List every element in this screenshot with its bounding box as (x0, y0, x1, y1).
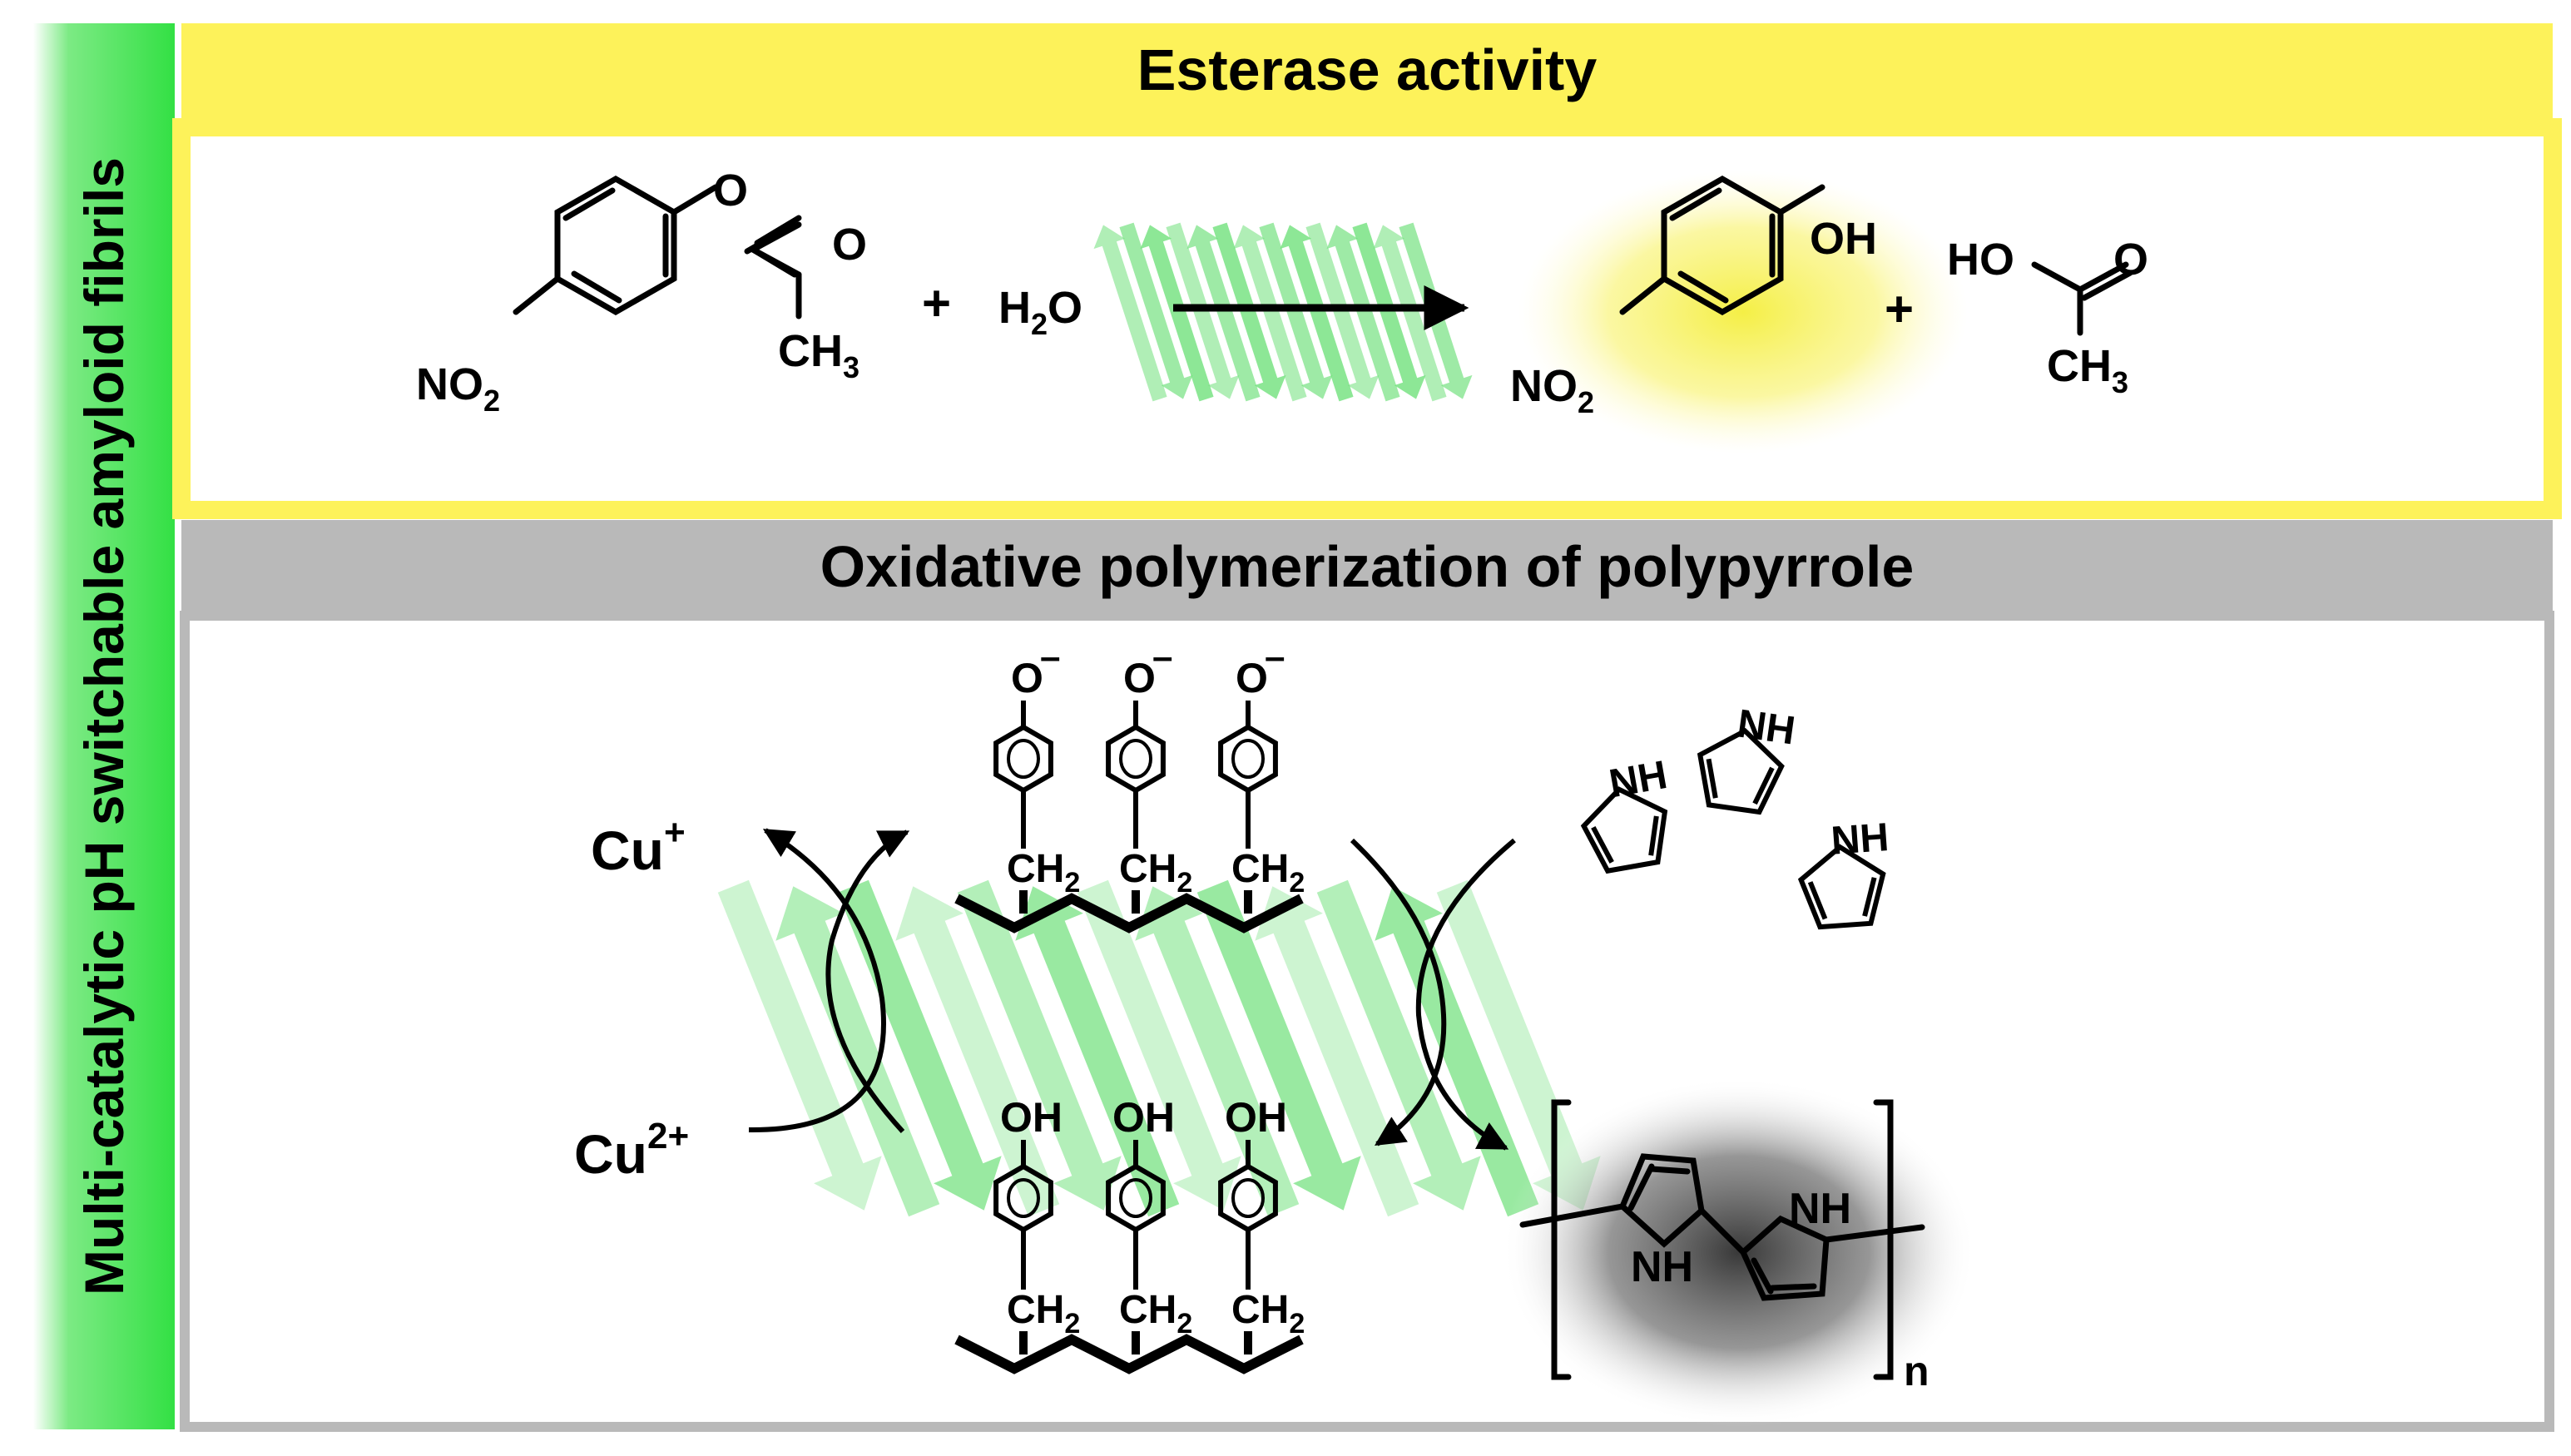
polymer-backbone (954, 1334, 1304, 1374)
pyrrole-monomers: NH NH NH (1580, 701, 1890, 930)
plus-sign-1: + (922, 275, 951, 331)
phenolate-oxygen: O (1011, 655, 1043, 701)
phenolate-oxygen: O (1236, 655, 1268, 701)
product-hydroxyl-label: OH (1810, 214, 1877, 264)
reactant-nitro-label: NO2 (416, 359, 500, 418)
fibril-strand (1093, 225, 1167, 402)
phenol-chain: OH CH2 OH CH2 OH CH2 (954, 1094, 1305, 1374)
pyrrole: NH (1697, 701, 1798, 815)
methyl-label: CH3 (778, 326, 859, 384)
fibril-strand (717, 879, 882, 1211)
esterase-title: Esterase activity (1137, 37, 1598, 102)
negative-charge: – (1265, 636, 1285, 677)
left-bracket (1551, 1099, 1572, 1380)
pyrrole-nh: NH (1606, 753, 1670, 806)
fibril-strand (775, 886, 940, 1217)
methylene-label: CH2 (1007, 1288, 1080, 1340)
polypyrrole-glow (1502, 1077, 1976, 1427)
fibril-strand (837, 879, 1002, 1211)
acid-methyl-label: CH3 (2047, 341, 2128, 399)
cu-plus-label: Cu+ (591, 812, 686, 881)
phenol-hydroxyl: OH (1225, 1094, 1287, 1141)
fibril-strand (1186, 225, 1261, 402)
polymerization-panel (180, 611, 2554, 1432)
acid-hydroxyl-label: HO (1947, 235, 2014, 285)
polymer-nh-lower: NH (1631, 1243, 1693, 1291)
repeat-unit-n: n (1904, 1348, 1929, 1394)
cu-two-plus-label: Cu2+ (574, 1116, 689, 1185)
carbonyl-oxygen-label: O (832, 220, 867, 270)
polypyrrole (1519, 1099, 1925, 1380)
methylene-label: CH2 (1119, 1288, 1192, 1340)
aromatic-circle (1007, 739, 1040, 779)
polymerization-header (181, 520, 2553, 616)
plus-sign-2: + (1885, 281, 1914, 337)
methylene-label: CH2 (1231, 1288, 1305, 1340)
right-bracket (1873, 1099, 1894, 1380)
side-label: Multi-catalytic pH switchable amyloid fi… (73, 157, 135, 1295)
fibril-strand (1077, 879, 1241, 1211)
phenol-hydroxyl: OH (1000, 1094, 1063, 1141)
fibril-strand (1280, 225, 1354, 402)
phenol-hydroxyl: OH (1112, 1094, 1175, 1141)
esterase-panel (172, 118, 2562, 519)
fibril-strand (1373, 225, 1447, 402)
pyrrole: NH (1580, 753, 1671, 874)
negative-charge: – (1040, 636, 1060, 677)
polymer-backbone (954, 893, 1304, 934)
reduction-arrow (748, 828, 886, 1133)
fibril-strand (1233, 225, 1307, 402)
product-nitro-label: NO2 (1510, 361, 1594, 419)
pyrrole-arrow-left (1350, 838, 1447, 1146)
fibril-strand (1316, 879, 1481, 1211)
pyrrole-arrow-right (1415, 838, 1516, 1151)
esterase-header (181, 23, 2553, 127)
methylene-label: CH2 (1231, 847, 1305, 899)
oxidation-arrow (825, 830, 910, 1134)
methylene-label: CH2 (1007, 847, 1080, 899)
pyrrole-nh: NH (1735, 701, 1798, 753)
aromatic-circle (1231, 1178, 1265, 1218)
acetic-acid (2031, 261, 2133, 336)
water-label: H2O (998, 283, 1082, 341)
fibril-strand (1326, 225, 1400, 402)
pyrrole: NH (1797, 815, 1890, 930)
fibril-strand (1140, 225, 1214, 402)
pyrrole-nh: NH (1830, 815, 1890, 864)
aromatic-circle (1119, 739, 1152, 779)
nitrophenol-glow (1518, 171, 1968, 453)
fibril-strand (895, 886, 1060, 1217)
aromatic-circle (1119, 1178, 1152, 1218)
fibril-strand (1196, 879, 1361, 1211)
polymer-nh-upper: NH (1789, 1185, 1851, 1233)
acid-oxygen-label: O (2113, 235, 2148, 285)
polymerization-title: Oxidative polymerization of polypyrrole (820, 534, 1915, 599)
ester-oxygen-label: O (713, 166, 748, 215)
phenolate-oxygen: O (1123, 655, 1156, 701)
aromatic-circle (1231, 739, 1265, 779)
aromatic-circle (1007, 1178, 1040, 1218)
side-label-bar (33, 23, 175, 1429)
negative-charge: – (1152, 636, 1172, 677)
fibril-strand (1436, 879, 1601, 1211)
fibril-strand (957, 879, 1122, 1211)
fibril-strand (1119, 222, 1193, 399)
nitrophenol (1619, 175, 1825, 316)
fibril-strand (1135, 886, 1300, 1217)
nitrophenyl-acetate (513, 175, 802, 319)
methylene-label: CH2 (1119, 847, 1192, 899)
fibril-strand (1015, 886, 1180, 1217)
